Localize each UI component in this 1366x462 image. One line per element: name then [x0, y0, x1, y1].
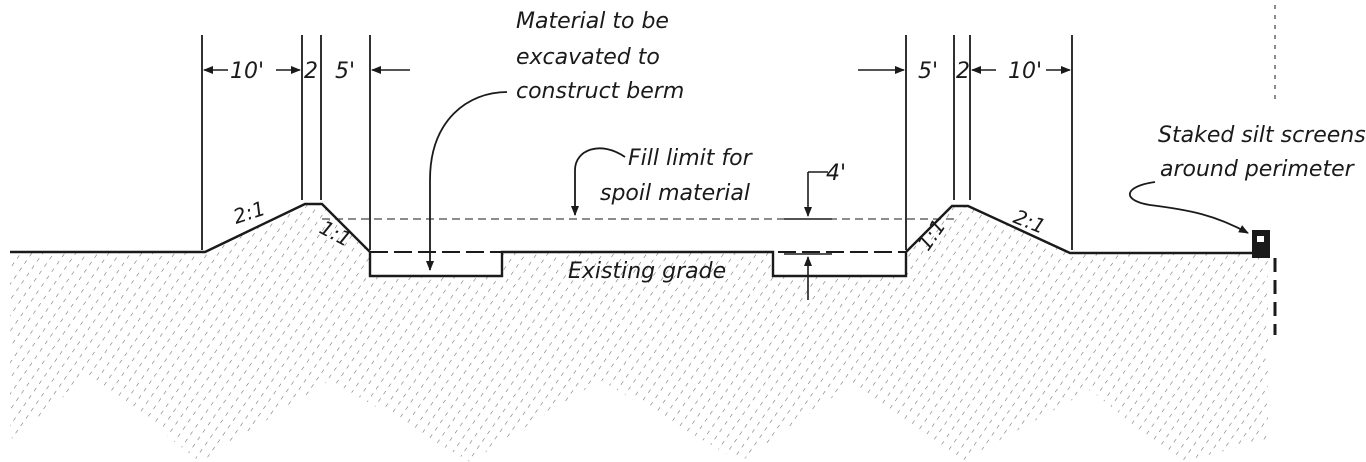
material-label-line3: construct berm	[516, 79, 684, 104]
staked-silt-label-line1: Staked silt screens	[1158, 123, 1366, 148]
material-label-line2: excavated to	[516, 45, 660, 70]
silt-screen-post-icon	[1252, 230, 1270, 258]
dimension-extension-lines	[201, 35, 1073, 250]
fill-limit-leader-arrow	[571, 147, 626, 216]
dim-right-10-label: 10'	[1008, 59, 1042, 84]
existing-grade-label: Existing grade	[568, 259, 726, 284]
dim-left-2-label: 2	[304, 59, 318, 84]
fill-limit-label-line2: spoil material	[600, 181, 750, 206]
dim-right-5-label: 5'	[918, 59, 938, 84]
material-leader-arrow	[426, 91, 508, 271]
silt-screen-leader-arrow	[1128, 181, 1249, 234]
depth-indicator	[784, 171, 832, 300]
depth-label: 4'	[826, 161, 846, 186]
fill-limit-label-line1: Fill limit for	[628, 146, 754, 171]
staked-silt-label-line2: around perimeter	[1160, 157, 1356, 182]
dim-right-2-label: 2	[956, 59, 970, 84]
silt-screen-post-detail	[1257, 236, 1264, 242]
material-label-line1: Material to be	[516, 9, 669, 34]
dim-left-5-label: 5'	[335, 59, 355, 84]
dim-left-10-label: 10'	[230, 59, 264, 84]
soil-hatch	[10, 204, 1268, 462]
